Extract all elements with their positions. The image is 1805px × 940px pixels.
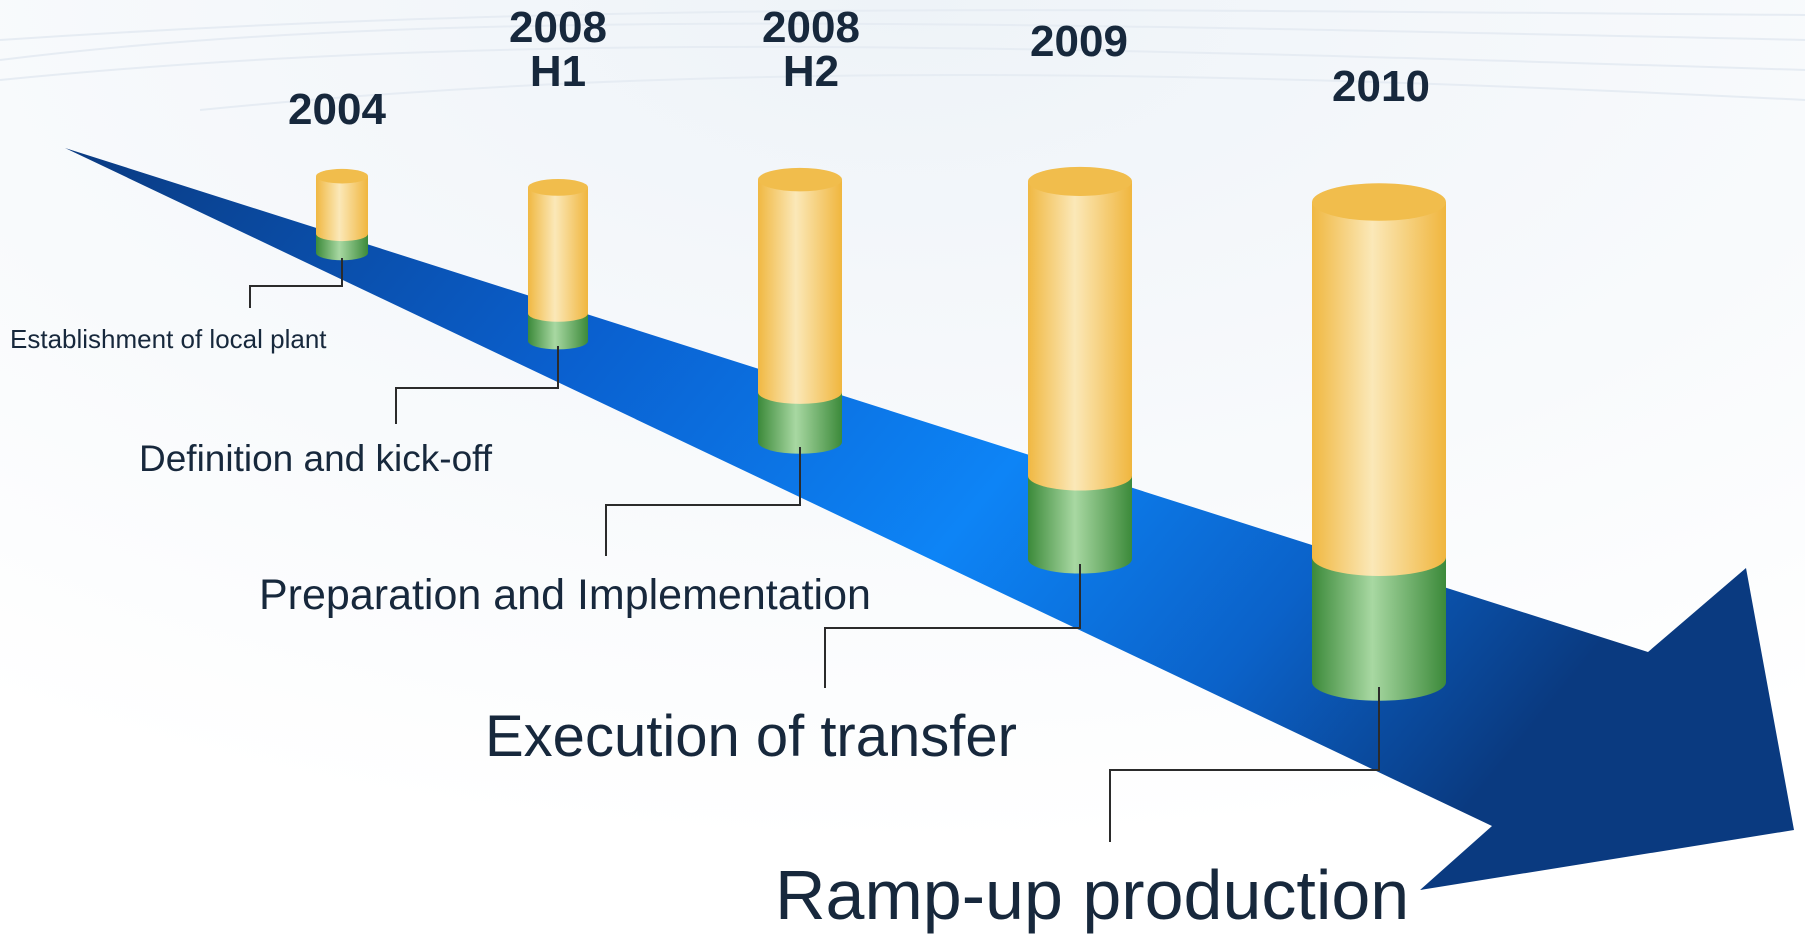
cylinder-2008-h2-green-segment <box>758 392 842 454</box>
leader-lines-group <box>249 258 1380 842</box>
cylinder-2008-h1-yellow-segment <box>528 187 588 322</box>
leader-line-2008-h2 <box>605 447 801 556</box>
year-label-2008-h1: 2008 H1 <box>478 6 638 94</box>
cylinder-2009-yellow-segment <box>1028 181 1132 491</box>
cylinder-2009-top-cap <box>1028 166 1132 196</box>
leader-line-2010 <box>1109 687 1380 842</box>
cylinder-2008-h2-yellow-segment <box>758 179 842 404</box>
year-label-2010: 2010 <box>1301 65 1461 109</box>
year-2010-text: 2010 <box>1332 62 1430 111</box>
cylinder-2008-h2 <box>758 167 842 454</box>
cylinders-group <box>316 166 1446 701</box>
phase-label-establishment: Establishment of local plant <box>10 324 327 354</box>
cylinder-2004-yellow-segment <box>316 176 368 242</box>
cylinder-2008-h1-green-segment <box>528 313 588 350</box>
year-label-2009: 2009 <box>999 20 1159 64</box>
cylinder-2010-yellow-segment <box>1312 202 1446 576</box>
timeline-arrow <box>65 148 1794 890</box>
background-swooshes <box>0 9 1805 111</box>
leader-line-2008-h1 <box>395 346 559 424</box>
phase-label-ramp-up: Ramp-up production <box>775 856 1410 934</box>
cylinder-2004-top-cap <box>316 168 368 184</box>
leader-line-2004 <box>249 258 343 308</box>
year-label-2008-h2: 2008 H2 <box>731 6 891 94</box>
cylinder-2008-h1-top-cap <box>528 179 588 196</box>
half-h2-text: H2 <box>782 47 840 96</box>
cylinder-2004 <box>316 168 368 261</box>
cylinder-2004-green-segment <box>316 233 368 261</box>
year-2009-text: 2009 <box>1030 17 1128 66</box>
phase-label-preparation: Preparation and Implementation <box>259 571 871 619</box>
cylinder-2009 <box>1028 166 1132 574</box>
year-2008-h2-text: 2008 <box>762 3 860 52</box>
year-label-2004: 2004 <box>257 88 417 132</box>
half-h1-text: H1 <box>529 47 587 96</box>
cylinder-2010-green-segment <box>1312 557 1446 701</box>
leader-line-2009 <box>824 564 1081 688</box>
year-2008-h1-text: 2008 <box>509 3 607 52</box>
cylinder-2008-h2-top-cap <box>758 167 842 192</box>
phase-label-execution: Execution of transfer <box>485 704 1017 769</box>
phase-label-definition: Definition and kick-off <box>139 438 493 479</box>
cylinder-2010 <box>1312 183 1446 701</box>
cylinder-2009-green-segment <box>1028 475 1132 574</box>
cylinder-2010-top-cap <box>1312 183 1446 221</box>
cylinder-2008-h1 <box>528 179 588 350</box>
year-2004-text: 2004 <box>288 85 386 134</box>
